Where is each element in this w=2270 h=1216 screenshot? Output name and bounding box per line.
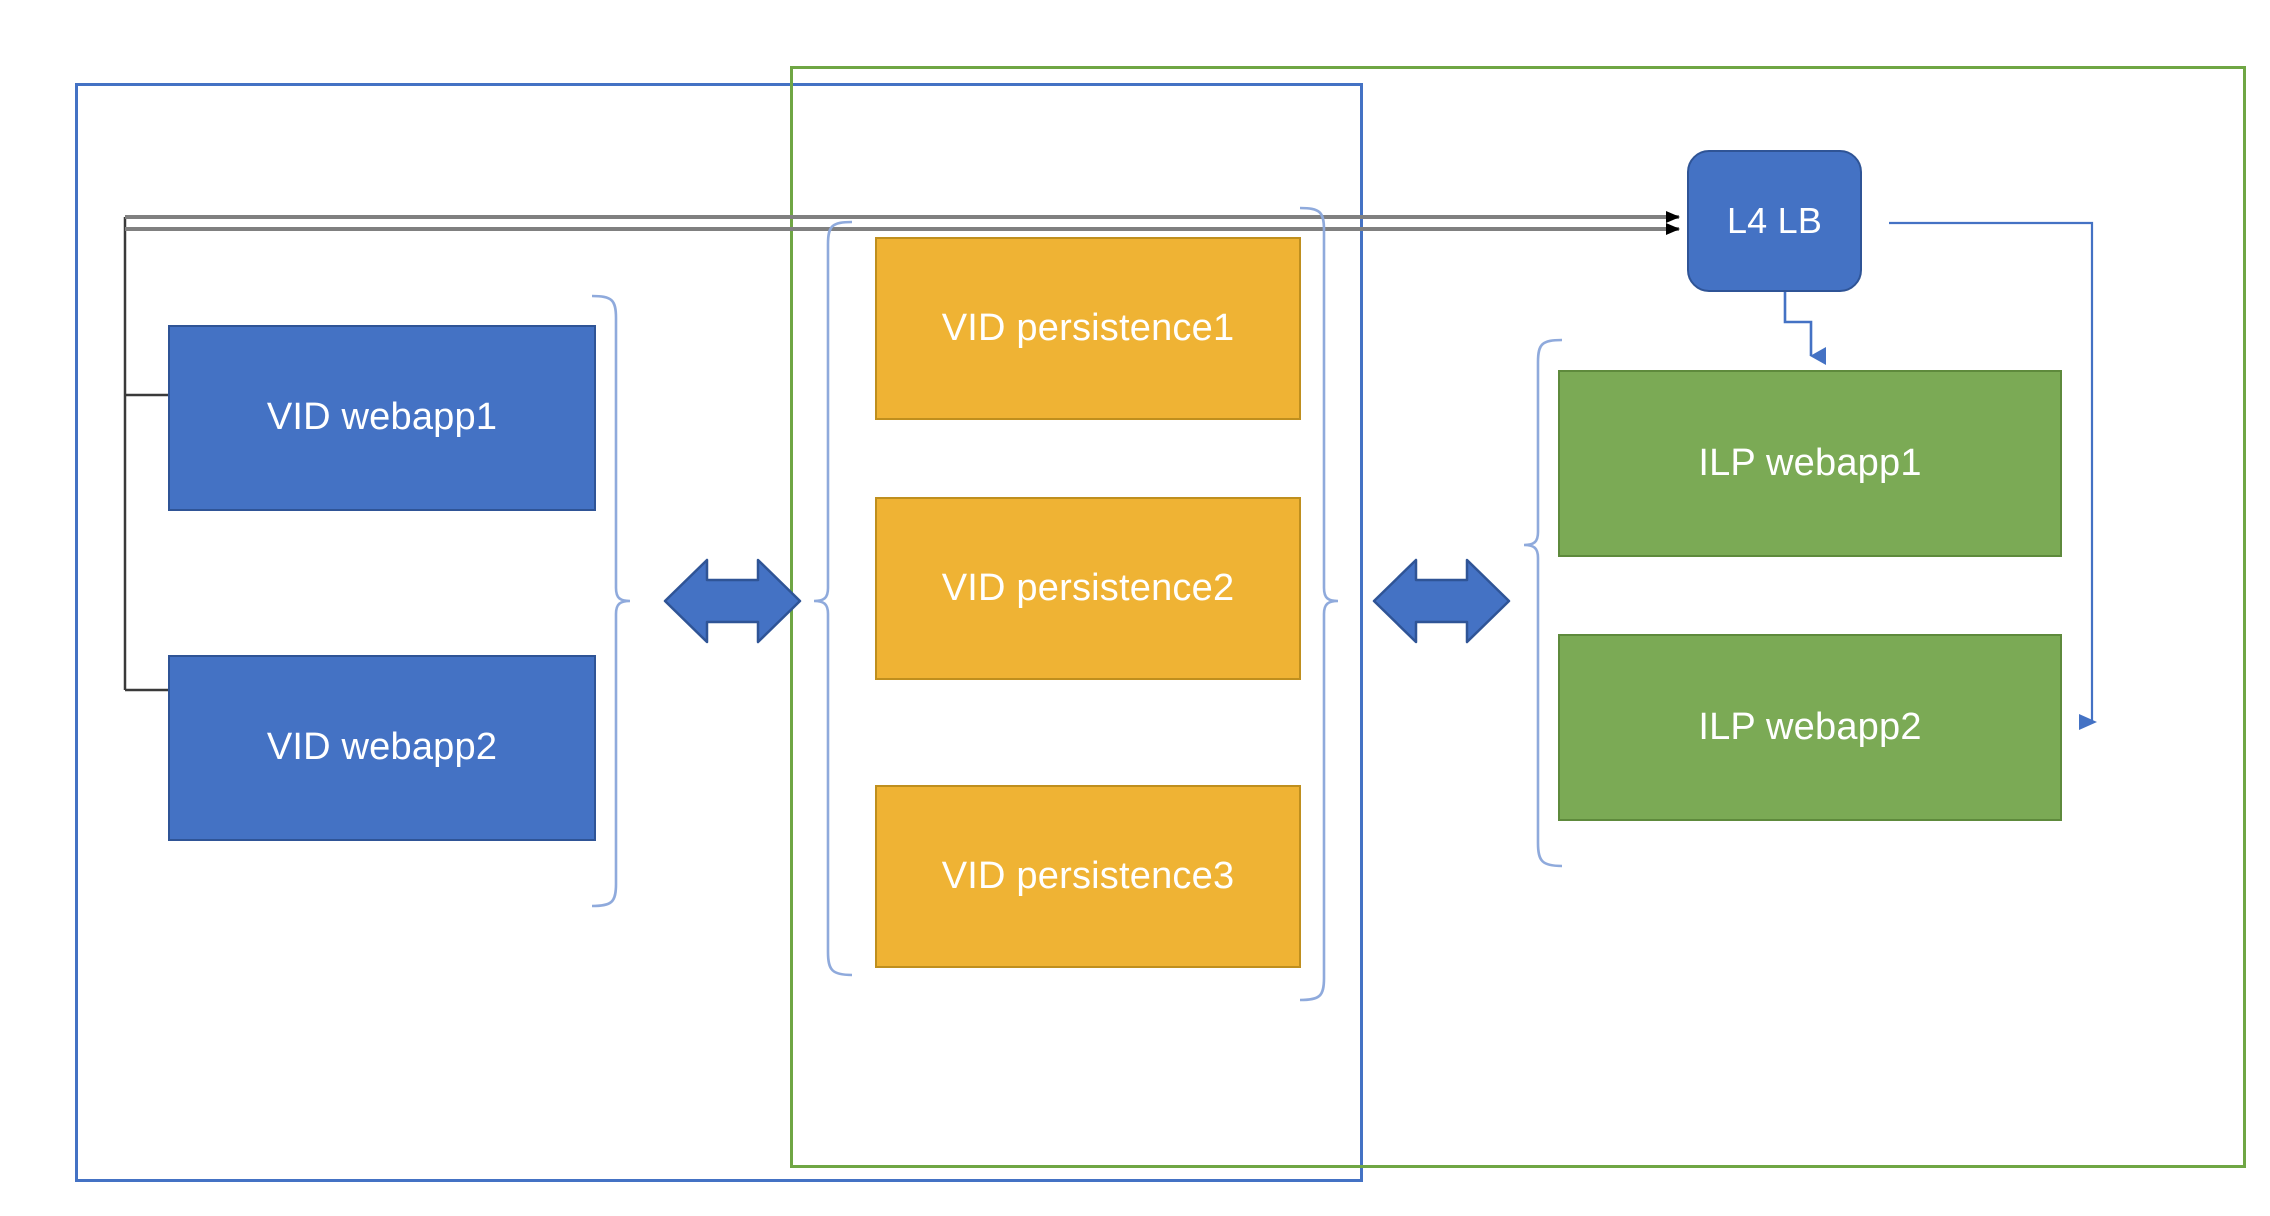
- node-vid-webapp2[interactable]: VID webapp2: [168, 655, 596, 841]
- node-vid-persistence2[interactable]: VID persistence2: [875, 497, 1301, 680]
- node-label: VID webapp1: [266, 396, 498, 439]
- node-label: ILP webapp2: [1698, 705, 1922, 748]
- node-label: VID persistence1: [941, 306, 1235, 349]
- node-vid-webapp1[interactable]: VID webapp1: [168, 325, 596, 511]
- node-ilp-webapp1[interactable]: ILP webapp1: [1558, 370, 2062, 557]
- node-label: ILP webapp1: [1698, 441, 1922, 484]
- node-label: VID persistence2: [941, 566, 1235, 609]
- node-label: VID webapp2: [266, 726, 498, 769]
- node-label: L4 LB: [1726, 200, 1823, 242]
- node-vid-persistence3[interactable]: VID persistence3: [875, 785, 1301, 968]
- node-label: VID persistence3: [941, 854, 1235, 897]
- node-vid-persistence1[interactable]: VID persistence1: [875, 237, 1301, 420]
- node-l4-lb[interactable]: L4 LB: [1687, 150, 1862, 292]
- vid-zone-container: [75, 83, 1363, 1182]
- node-ilp-webapp2[interactable]: ILP webapp2: [1558, 634, 2062, 821]
